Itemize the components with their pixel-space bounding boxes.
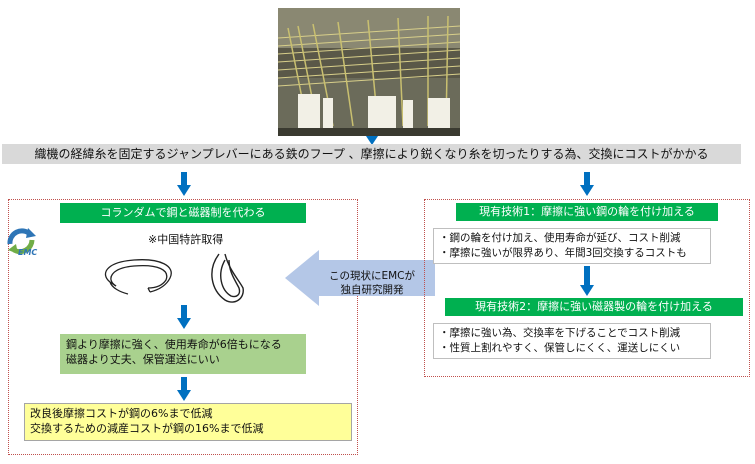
result-line-1: 鋼より摩擦に強く、使用寿命が6倍もになる — [66, 338, 282, 351]
tech2-line-2: ・性質上割れやすく、保管しにくく、運送しにくい — [439, 342, 681, 354]
tech2-box: ・摩擦に強い為、交換率を下げることでコスト削減 ・性質上割れやすく、保管しにくく… — [433, 323, 711, 359]
development-line-2: 独自研究開発 — [340, 284, 404, 296]
cost-line-2: 交換するための減産コストが鋼の16%まで低減 — [30, 422, 264, 435]
open-ring-illustration — [104, 259, 172, 295]
left-down-arrow — [177, 172, 191, 196]
photo-down-arrow — [366, 136, 378, 145]
development-arrow — [285, 250, 435, 306]
existing-tech-container — [424, 199, 750, 377]
solution-header: コランダムで鋼と磁器制を代わる — [60, 203, 306, 223]
emc-logo: EMC — [2, 226, 46, 262]
tech-arrow — [580, 266, 594, 296]
problem-banner: 織機の経緯糸を固定するジャンプレバーにある鉄のフープ 、摩擦により鋭くなり糸を切… — [2, 144, 741, 164]
development-line-1: この現状にEMCが — [328, 270, 416, 282]
development-text: この現状にEMCが 独自研究開発 — [316, 269, 428, 297]
emc-logo-text: EMC — [18, 248, 38, 257]
solution-arrow-1 — [177, 305, 191, 329]
solution-container — [8, 199, 358, 455]
result-line-2: 磁器より丈夫、保管運送にいい — [66, 353, 220, 366]
loom-photo — [278, 8, 460, 136]
tech1-box: ・鋼の輪を付け加え、使用寿命が延び、コスト削減 ・摩擦に強いが限界あり、年間3回… — [433, 228, 711, 264]
tech2-header: 現有技術2：摩擦に強い磁器製の輪を付け加える — [445, 298, 743, 316]
solution-arrow-2 — [177, 377, 191, 401]
tech2-line-1: ・摩擦に強い為、交換率を下げることでコスト削減 — [439, 327, 681, 339]
cost-box: 改良後摩擦コストが鋼の6%まで低減 交換するための減産コストが鋼の16%まで低減 — [24, 403, 352, 441]
tech1-line-1: ・鋼の輪を付け加え、使用寿命が延び、コスト削減 — [439, 232, 681, 244]
result-box: 鋼より摩擦に強く、使用寿命が6倍もになる 磁器より丈夫、保管運送にいい — [60, 334, 306, 374]
tech1-line-2: ・摩擦に強いが限界あり、年間3回交換するコストも — [439, 247, 687, 259]
tech1-header: 現有技術1：摩擦に強い鋼の輪を付け加える — [456, 203, 718, 221]
right-down-arrow — [580, 172, 594, 196]
ring-side-illustration — [211, 253, 244, 303]
cost-line-1: 改良後摩擦コストが鋼の6%まで低減 — [30, 407, 213, 420]
patent-note: ※中国特許取得 — [148, 233, 224, 246]
